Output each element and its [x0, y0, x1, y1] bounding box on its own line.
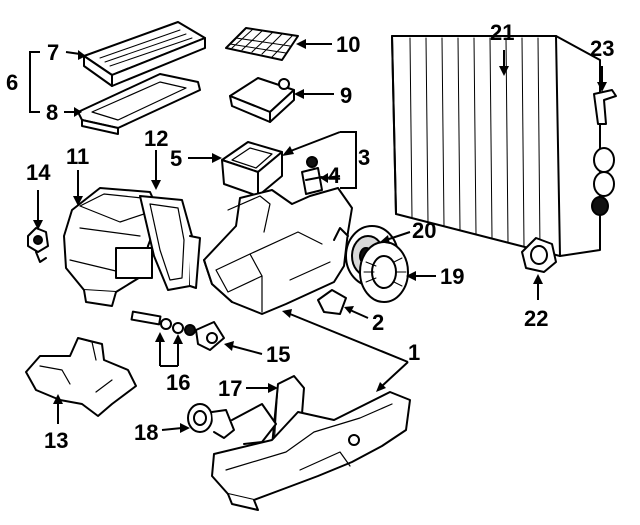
callout-23: 23 — [590, 36, 614, 61]
callout-5: 5 — [170, 146, 182, 171]
callout-22: 22 — [524, 306, 548, 331]
part-seal[interactable] — [521, 237, 557, 273]
leader-lines — [29, 39, 607, 433]
callout-19: 19 — [440, 264, 464, 289]
part-hose[interactable] — [593, 89, 617, 125]
callout-1: 1 — [408, 340, 420, 365]
part-filter-housing[interactable] — [229, 77, 295, 123]
part-duct-bracket[interactable] — [25, 337, 137, 417]
part-evaporator-core[interactable] — [139, 195, 201, 291]
part-lower-case[interactable] — [211, 391, 411, 511]
part-grommet[interactable] — [195, 321, 225, 351]
part-cover-plate[interactable] — [317, 289, 347, 315]
callout-14: 14 — [26, 160, 51, 185]
callout-17: 17 — [218, 376, 242, 401]
part-evaporator-case[interactable] — [63, 187, 161, 307]
part-actuator[interactable] — [301, 156, 323, 195]
callout-10: 10 — [336, 32, 360, 57]
callout-12: 12 — [144, 126, 168, 151]
callout-9: 9 — [340, 83, 352, 108]
callout-4: 4 — [328, 163, 341, 188]
callout-21: 21 — [490, 20, 514, 45]
callout-labels: 7 6 8 10 9 3 4 5 14 11 12 20 19 2 21 23 … — [6, 20, 614, 453]
part-heater-core[interactable] — [391, 35, 615, 257]
callout-3: 3 — [358, 145, 370, 170]
callout-11: 11 — [66, 144, 89, 169]
callout-20: 20 — [412, 218, 436, 243]
part-hardware[interactable] — [130, 310, 196, 336]
part-heater-housing[interactable] — [203, 187, 353, 315]
callout-13: 13 — [44, 428, 68, 453]
part-blower-wheel[interactable] — [359, 241, 409, 303]
callout-16: 16 — [166, 370, 190, 395]
part-expansion-valve[interactable] — [27, 227, 49, 263]
part-cover[interactable] — [83, 21, 206, 87]
part-tube-coupling[interactable] — [187, 403, 277, 445]
part-mesh-filter[interactable] — [225, 27, 299, 61]
callout-2: 2 — [372, 310, 384, 335]
callout-8: 8 — [46, 100, 58, 125]
part-filter-frame[interactable] — [77, 73, 201, 135]
callout-7: 7 — [47, 40, 59, 65]
part-intake-duct[interactable] — [221, 141, 283, 197]
callout-18: 18 — [134, 420, 158, 445]
callout-15: 15 — [266, 342, 290, 367]
callout-6: 6 — [6, 70, 18, 95]
